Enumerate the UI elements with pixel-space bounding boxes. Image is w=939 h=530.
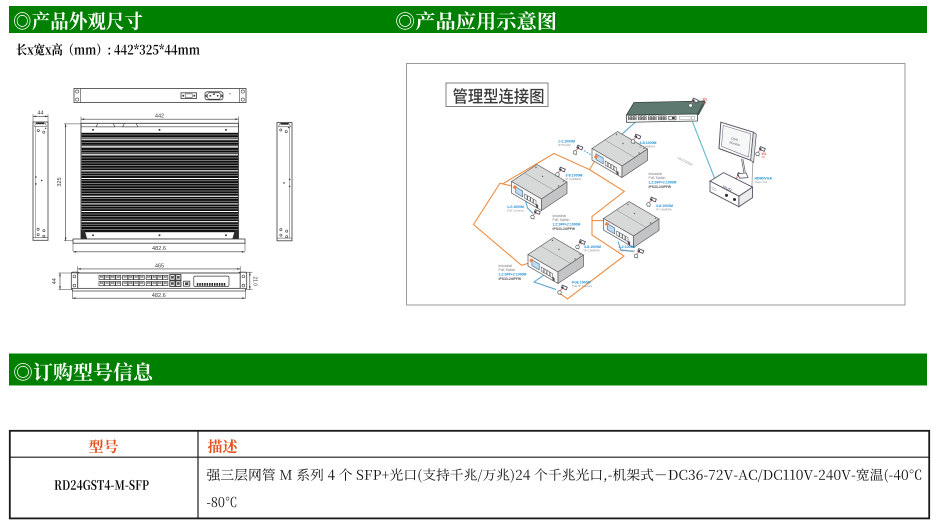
- svg-text:IP CAMERA: IP CAMERA: [656, 208, 672, 212]
- svg-text:465: 465: [155, 263, 164, 269]
- svg-text:IP CAMERA: IP CAMERA: [584, 248, 600, 252]
- svg-text:Industrial: Industrial: [649, 172, 663, 176]
- svg-text:3-8:1000M: 3-8:1000M: [584, 245, 601, 249]
- svg-text:1-2:1000M: 1-2:1000M: [558, 140, 575, 144]
- svg-text:PoE 1000M: PoE 1000M: [572, 280, 591, 284]
- svg-text:1,2:SFP+2:1000M: 1,2:SFP+2:1000M: [649, 180, 677, 184]
- svg-text:PoE IP Camera: PoE IP Camera: [572, 284, 592, 288]
- svg-text:PoE Switch: PoE Switch: [553, 218, 570, 222]
- svg-text:Video Out: Video Out: [755, 180, 768, 184]
- svg-text:PoE Switch: PoE Switch: [499, 268, 516, 272]
- svg-text:NVR: NVR: [722, 184, 734, 193]
- svg-text:44: 44: [52, 278, 58, 284]
- svg-text:Industrial: Industrial: [553, 214, 567, 218]
- svg-text:IP CAMERA: IP CAMERA: [566, 177, 582, 181]
- svg-text:Monitor: Monitor: [729, 140, 742, 147]
- svg-text:1-2:1000M: 1-2:1000M: [619, 245, 636, 249]
- svg-text:3-8:1000M: 3-8:1000M: [566, 173, 583, 177]
- svg-text:482.6: 482.6: [152, 293, 166, 299]
- svg-text:21.0: 21.0: [251, 276, 257, 286]
- svg-text:IP IPCAM: IP IPCAM: [558, 143, 571, 147]
- svg-text:AP: AP: [762, 155, 766, 159]
- svg-text:1,2:SFP+2:1000M: 1,2:SFP+2:1000M: [499, 272, 527, 276]
- svg-text:1-2:1000M: 1-2:1000M: [507, 205, 524, 209]
- svg-text:3-8:1000M: 3-8:1000M: [640, 141, 657, 145]
- svg-text:325: 325: [57, 177, 63, 186]
- svg-text:44: 44: [37, 111, 43, 117]
- svg-text:DVR: DVR: [731, 137, 740, 143]
- svg-text:IPS33-24IPFW: IPS33-24IPFW: [499, 277, 522, 281]
- svg-text:AP: AP: [703, 101, 707, 105]
- svg-text:100/1000M: 100/1000M: [677, 156, 694, 167]
- svg-text:IPS33-24IPFW: IPS33-24IPFW: [649, 185, 672, 189]
- svg-text:PoE Camera: PoE Camera: [619, 248, 636, 252]
- svg-text:Industrial: Industrial: [499, 264, 513, 268]
- svg-text:PoE Camera: PoE Camera: [507, 208, 524, 212]
- svg-text:PoE Switch: PoE Switch: [649, 176, 666, 180]
- svg-text:1,2:SFP+2:1000M: 1,2:SFP+2:1000M: [553, 222, 581, 226]
- svg-text:WL: WL: [703, 98, 708, 102]
- svg-text:HDMI/VGA: HDMI/VGA: [755, 176, 773, 180]
- svg-text:WL: WL: [762, 152, 767, 156]
- svg-text:482.6: 482.6: [152, 246, 166, 252]
- svg-text:IPS33-24IPFW: IPS33-24IPFW: [553, 227, 576, 231]
- svg-text:IP CAMERA: IP CAMERA: [640, 144, 656, 148]
- svg-text:3-8:1000M: 3-8:1000M: [656, 204, 673, 208]
- svg-text:442: 442: [155, 114, 164, 120]
